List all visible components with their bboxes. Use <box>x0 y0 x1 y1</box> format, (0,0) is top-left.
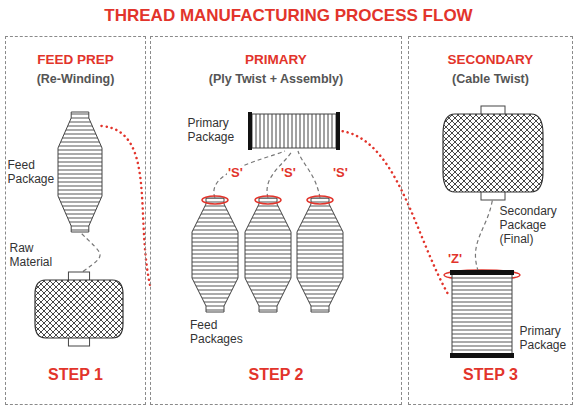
thread-package: Feed Package <box>58 112 102 232</box>
package-flange <box>336 112 340 150</box>
thread-package: Primary Package <box>250 112 338 150</box>
package-outline <box>443 114 543 192</box>
thread-package: Raw Material <box>35 272 123 346</box>
yarn-path <box>80 232 101 272</box>
yarn-paths <box>214 151 320 198</box>
package-label: Raw Material <box>10 241 62 269</box>
package-label: Primary Package <box>520 324 570 352</box>
thread-package: Primary Package <box>450 272 514 356</box>
twist-marks <box>202 196 520 280</box>
twist-mark <box>202 196 228 204</box>
panel-heading: FEED PREP <box>6 52 145 67</box>
step-label: STEP 2 <box>151 366 401 384</box>
yarn-line <box>214 151 285 198</box>
bicone-shape <box>58 112 102 232</box>
barrel-shape <box>35 272 123 346</box>
panel-subheading: (Ply Twist + Assembly) <box>151 72 401 86</box>
panel-subheading: (Cable Twist) <box>409 72 572 86</box>
step-label: STEP 1 <box>6 366 145 384</box>
barrel-shape <box>443 106 543 200</box>
feed-package-shape <box>297 198 343 312</box>
twist-direction: 'Z' <box>447 252 463 266</box>
twist-mark <box>307 196 333 204</box>
thread-package: Secondary Package (Final) <box>443 106 543 200</box>
package-outline <box>452 272 512 356</box>
package-flange <box>450 353 514 358</box>
feed-package-shape <box>245 198 291 312</box>
package-outline <box>58 112 102 232</box>
panel-heading: SECONDARY <box>409 52 572 67</box>
panel-subheading: (Re-Winding) <box>6 72 145 86</box>
yarn-path <box>475 200 492 272</box>
yarn-line <box>298 151 320 198</box>
twist-direction: 'S' <box>227 166 244 180</box>
twist-mark <box>255 196 281 204</box>
process-flow-line <box>102 126 151 285</box>
panel-heading: PRIMARY <box>151 52 401 67</box>
vcyl-shape <box>450 272 514 356</box>
diagram-title: THREAD MANUFACTURING PROCESS FLOW <box>0 6 577 26</box>
package-label: Feed Packages <box>190 318 250 346</box>
package-outline <box>250 114 338 148</box>
twist-direction: 'S' <box>280 166 297 180</box>
package-outline <box>35 280 123 338</box>
process-panel: SECONDARY (Cable Twist) STEP 3 Secondary Pa… <box>408 36 573 405</box>
package-flange <box>248 112 252 150</box>
package-label: Feed Package <box>8 158 54 186</box>
package-label: Secondary Package (Final) <box>500 204 566 246</box>
process-flow-line <box>338 131 450 297</box>
feed-package-shape <box>192 198 238 312</box>
package-label: Primary Package <box>188 116 244 144</box>
package-flange <box>450 270 514 275</box>
step-label: STEP 3 <box>409 366 572 384</box>
hcyl-shape <box>250 112 338 150</box>
process-panel: PRIMARY (Ply Twist + Assembly) STEP 2 Prima… <box>150 36 402 405</box>
process-panel: FEED PREP (Re-Winding) STEP 1 Feed PackageR… <box>5 36 146 405</box>
feed-packages <box>192 198 343 312</box>
twist-direction: 'S' <box>332 166 349 180</box>
